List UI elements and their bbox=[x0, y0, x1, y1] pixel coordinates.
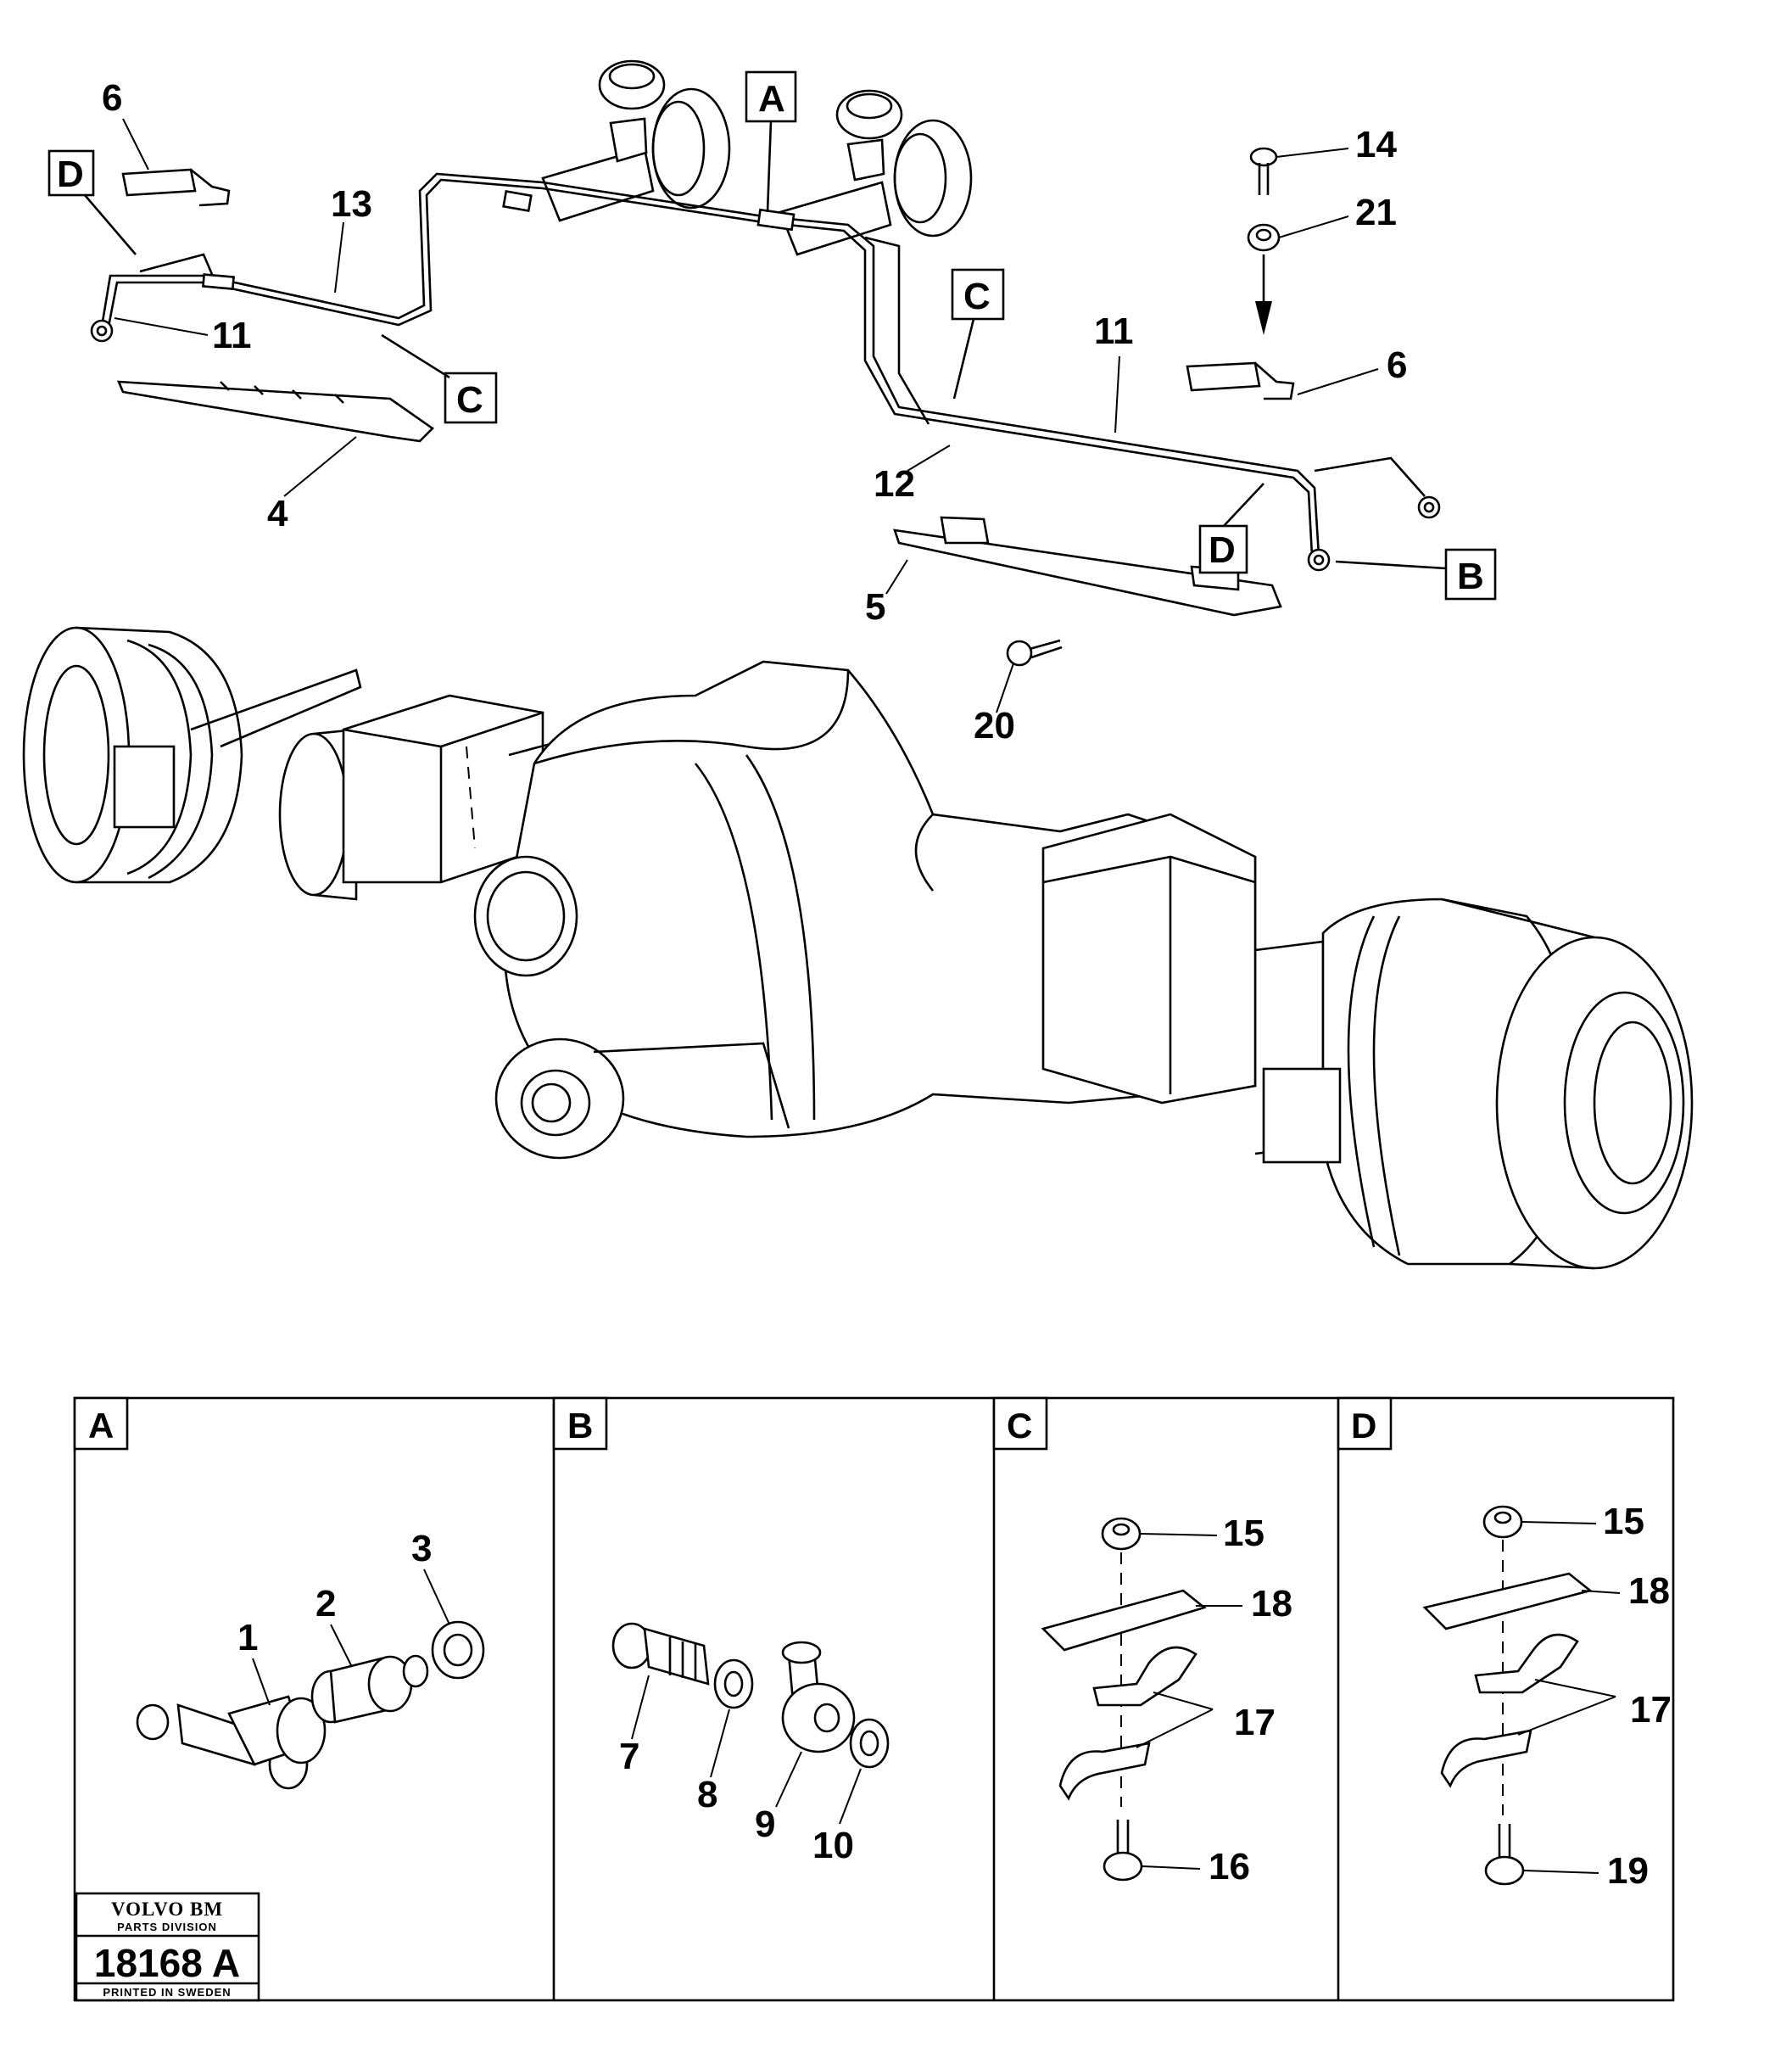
svg-text:VOLVO BM: VOLVO BM bbox=[111, 1899, 223, 1920]
callout-18b: 18 bbox=[1628, 1570, 1670, 1612]
detail-panels bbox=[73, 1396, 1675, 2002]
callout-14: 14 bbox=[1355, 124, 1397, 165]
volvo-bm-logo-stamp: VOLVO BM PARTS DIVISION 18168 A PRINTED … bbox=[75, 1892, 260, 2002]
svg-text:C: C bbox=[1007, 1406, 1032, 1446]
tee-fitting-1 bbox=[136, 1695, 327, 1790]
washer-8 bbox=[713, 1658, 754, 1709]
clamp-17-d-lower bbox=[1440, 1729, 1532, 1788]
svg-text:A: A bbox=[758, 78, 785, 120]
banjo-bolt-7 bbox=[611, 1622, 710, 1686]
axle-housing bbox=[22, 626, 1694, 1270]
callout-9: 9 bbox=[755, 1804, 775, 1845]
washer-3 bbox=[431, 1620, 485, 1680]
clamp-17-d-upper bbox=[1474, 1633, 1579, 1694]
callout-2: 2 bbox=[315, 1583, 336, 1625]
brake-chambers bbox=[541, 59, 973, 256]
callout-21: 21 bbox=[1355, 192, 1397, 233]
detail-ref-d1: D bbox=[47, 149, 137, 255]
callout-16: 16 bbox=[1209, 1846, 1250, 1887]
svg-text:C: C bbox=[456, 379, 483, 421]
callout-3: 3 bbox=[411, 1528, 432, 1569]
callout-13: 13 bbox=[331, 183, 372, 225]
svg-text:PRINTED IN SWEDEN: PRINTED IN SWEDEN bbox=[103, 1986, 231, 1999]
svg-text:D: D bbox=[57, 154, 84, 195]
adapter-2 bbox=[310, 1654, 429, 1724]
clamp-17-c-upper bbox=[1092, 1646, 1197, 1707]
washer-10 bbox=[849, 1718, 890, 1769]
callout-15a: 15 bbox=[1223, 1513, 1264, 1554]
plate-18-d bbox=[1422, 1572, 1593, 1630]
svg-text:D: D bbox=[1209, 529, 1236, 571]
panel-tab-c: C bbox=[992, 1396, 1048, 1451]
clamp-bracket-6-left bbox=[121, 168, 231, 207]
svg-text:A: A bbox=[88, 1406, 114, 1446]
svg-text:18168 A: 18168 A bbox=[94, 1941, 240, 1985]
callout-6a: 6 bbox=[102, 77, 122, 119]
nut-21 bbox=[1247, 223, 1281, 252]
callout-15b: 15 bbox=[1603, 1501, 1644, 1542]
callout-18a: 18 bbox=[1251, 1583, 1292, 1625]
callout-19: 19 bbox=[1607, 1850, 1649, 1892]
svg-text:B: B bbox=[567, 1406, 593, 1446]
callout-11a: 11 bbox=[212, 315, 252, 356]
callout-7: 7 bbox=[619, 1736, 639, 1777]
callout-8: 8 bbox=[697, 1774, 717, 1815]
plate-18-c bbox=[1041, 1589, 1207, 1652]
callout-1: 1 bbox=[237, 1617, 258, 1658]
nut-15-c bbox=[1101, 1517, 1142, 1551]
callout-labels: 6 13 11 4 11 12 5 20 14 21 6 bbox=[102, 77, 1407, 747]
detail-ref-c1: C bbox=[381, 333, 498, 424]
nut-15-d bbox=[1482, 1505, 1523, 1539]
callout-5: 5 bbox=[865, 586, 885, 628]
banjo-fitting-9 bbox=[781, 1641, 856, 1753]
bolt-19 bbox=[1484, 1824, 1525, 1886]
fixing-screw-20 bbox=[1006, 639, 1063, 667]
svg-text:D: D bbox=[1351, 1406, 1376, 1446]
callout-17b: 17 bbox=[1630, 1689, 1672, 1731]
bolt-14 bbox=[1249, 147, 1278, 195]
brake-pipes bbox=[90, 172, 1441, 572]
support-plate-4 bbox=[116, 380, 435, 443]
bolt-16 bbox=[1103, 1820, 1143, 1882]
arrow-head-14 bbox=[1255, 301, 1272, 335]
callout-20: 20 bbox=[974, 705, 1015, 747]
svg-text:PARTS DIVISION: PARTS DIVISION bbox=[117, 1921, 217, 1933]
panel-tab-a: A bbox=[73, 1396, 129, 1451]
callout-6b: 6 bbox=[1387, 344, 1407, 386]
detail-ref-a: A bbox=[745, 70, 797, 213]
callout-4: 4 bbox=[267, 493, 288, 534]
callout-10: 10 bbox=[812, 1825, 854, 1866]
detail-ref-c2: C bbox=[951, 268, 1005, 400]
panel-tab-b: B bbox=[552, 1396, 608, 1451]
panel-tab-d: D bbox=[1337, 1396, 1393, 1451]
detail-ref-b: B bbox=[1335, 548, 1497, 601]
callout-17a: 17 bbox=[1234, 1702, 1276, 1743]
clamp-bracket-6-right bbox=[1186, 361, 1295, 400]
clamp-17-c-lower bbox=[1058, 1742, 1151, 1801]
svg-text:C: C bbox=[963, 276, 991, 317]
detail-ref-d2: D bbox=[1198, 483, 1264, 574]
svg-text:B: B bbox=[1457, 556, 1484, 597]
callout-11b: 11 bbox=[1094, 310, 1134, 352]
